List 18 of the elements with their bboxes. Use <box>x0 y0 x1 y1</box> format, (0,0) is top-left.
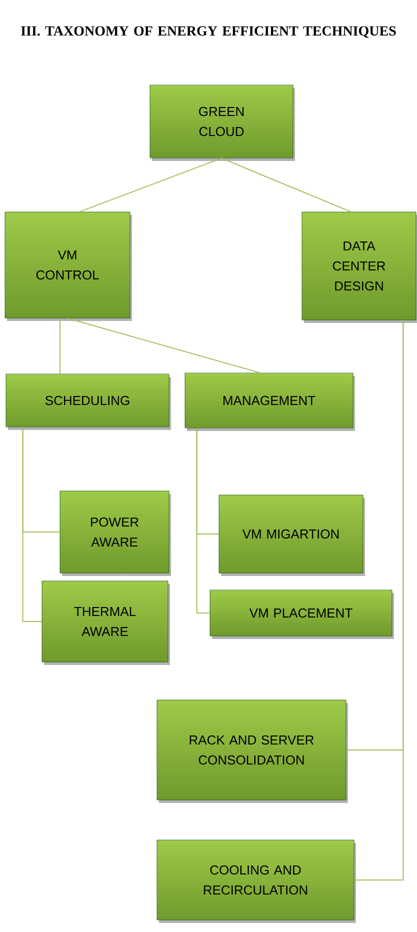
process-box: MANAGEMENT <box>184 372 355 431</box>
title: III. TAXONOMY OF ENERGY EFFICIENT TECHNIQUES <box>21 26 396 38</box>
connector-line <box>354 320 404 880</box>
process-box: VM CONTROL <box>4 212 132 321</box>
connector-line <box>79 158 222 212</box>
connector-line <box>196 428 210 614</box>
connector-line <box>221 158 352 212</box>
process-box: GREEN CLOUD <box>150 84 295 162</box>
process-box: SCHEDULING <box>6 374 171 430</box>
connector-line <box>22 426 42 622</box>
process-box: RACK AND SERVER CONSOLIDATION <box>156 700 348 803</box>
process-box: THERMAL AWARE <box>42 580 170 665</box>
process-box: VM PLACEMENT <box>210 590 394 639</box>
process-box: VM MIGARTION <box>218 494 365 576</box>
process-box: DATA CENTER DESIGN <box>302 212 417 323</box>
process-box: COOLING AND RECIRCULATION <box>156 840 356 923</box>
connector-line <box>67 318 260 374</box>
process-box: POWER AWARE <box>60 490 171 576</box>
